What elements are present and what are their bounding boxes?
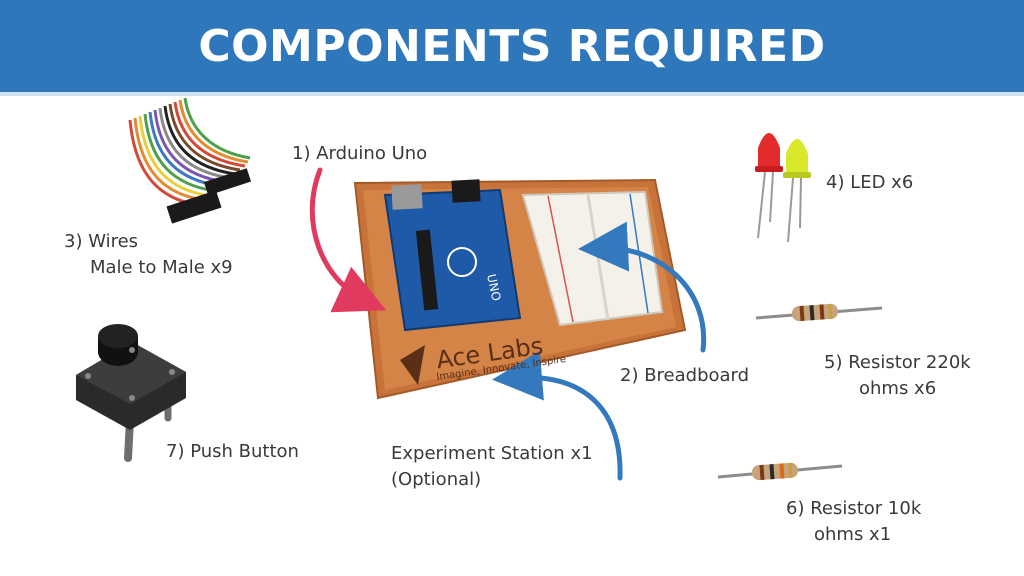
resistor-10k-image <box>717 462 843 481</box>
led-image <box>755 133 811 243</box>
slide-title: COMPONENTS REQUIRED <box>198 20 826 72</box>
breadboard-label: 2) Breadboard <box>620 365 750 386</box>
breadboard-arrow <box>578 221 707 353</box>
led-label: 4) LED x6 <box>826 172 914 193</box>
push-button-image <box>76 324 186 462</box>
wires-label-line1: 3) Wires <box>64 231 139 252</box>
station-label-line2: (Optional) <box>391 469 482 490</box>
push-button-label: 7) Push Button <box>166 441 299 462</box>
svg-text:UNO: UNO <box>484 273 503 303</box>
title-banner: COMPONENTS REQUIRED <box>0 0 1024 96</box>
resistor-220k-label-line1: 5) Resistor 220k <box>824 352 971 373</box>
resistor-220k-label-line2: ohms x6 <box>859 378 937 399</box>
jumper-wires-image <box>128 97 252 224</box>
resistor-220k-image <box>755 303 883 322</box>
resistor-10k-label-line1: 6) Resistor 10k <box>786 498 922 519</box>
station-arrow <box>492 350 623 481</box>
station-label-line1: Experiment Station x1 <box>391 443 593 464</box>
wires-label-line2: Male to Male x9 <box>90 257 233 278</box>
resistor-10k-label-line2: ohms x1 <box>814 524 892 545</box>
arduino-label: 1) Arduino Uno <box>292 143 428 164</box>
arduino-arrow <box>309 167 387 313</box>
